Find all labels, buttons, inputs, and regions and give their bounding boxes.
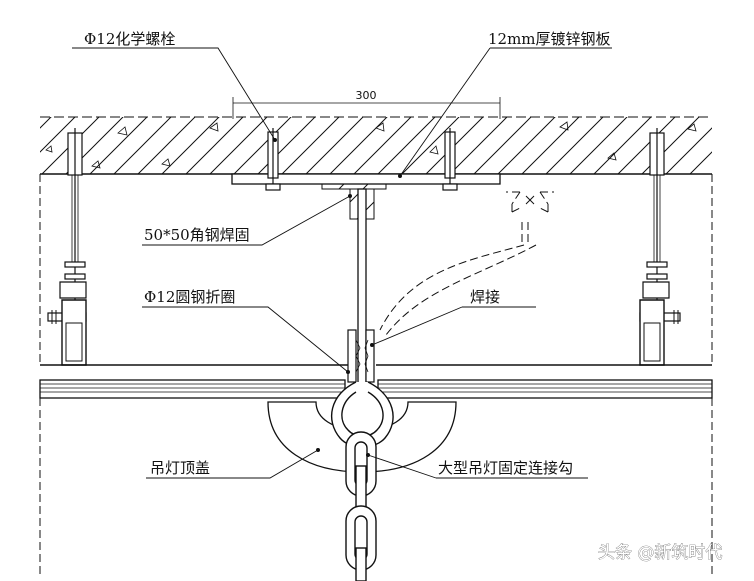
chemical-bolts xyxy=(265,128,458,191)
label-weld: 焊接 xyxy=(470,288,500,306)
outline-dashes xyxy=(39,174,713,578)
x-marker-icon xyxy=(525,195,535,205)
label-chemical-bolt: Φ12化学螺栓 xyxy=(84,30,175,48)
watermark: 头条 @新筑时代 xyxy=(598,543,722,563)
right-hanger xyxy=(639,128,681,366)
label-round-steel-ring: Φ12圆钢折圈 xyxy=(144,288,235,306)
concrete-slab xyxy=(40,116,712,175)
label-lamp-cap: 吊灯顶盖 xyxy=(150,459,210,477)
label-lamp-hook: 大型吊灯固定连接勾 xyxy=(438,459,573,477)
dimension-value: 300 xyxy=(356,89,377,102)
left-hanger xyxy=(47,128,87,366)
dimension-300: 300 xyxy=(232,89,501,119)
hook-and-chain xyxy=(331,381,394,581)
leader-lines xyxy=(72,47,612,479)
leader-dots xyxy=(273,138,402,457)
ceiling-board xyxy=(39,364,713,399)
angle-steel-and-rod xyxy=(347,188,375,385)
label-angle-steel: 50*50角钢焊固 xyxy=(144,226,250,244)
label-steel-plate: 12mm厚镀锌钢板 xyxy=(488,30,611,48)
